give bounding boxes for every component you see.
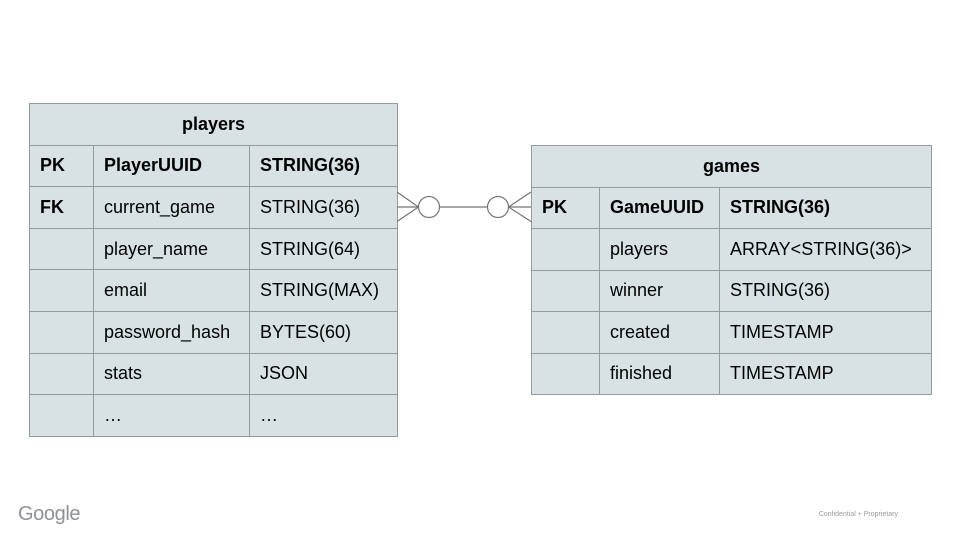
field-name-cell: GameUUID [599, 186, 720, 229]
key-cell [531, 269, 600, 312]
field-name-cell: winner [599, 269, 720, 312]
table-title-row: games [530, 145, 933, 188]
field-type-cell: STRING(MAX) [248, 269, 399, 312]
field-name-cell: email [93, 269, 250, 312]
key-cell [29, 310, 94, 354]
crow-foot-many-right-icon [508, 191, 531, 223]
field-name-cell: current_game [93, 186, 250, 229]
field-type-cell: JSON [248, 352, 399, 396]
crow-foot-many-left-icon [397, 191, 419, 222]
key-cell [29, 394, 94, 437]
field-type-cell: STRING(36) [718, 186, 933, 229]
relationship-connector [397, 191, 531, 223]
field-type-cell: STRING(64) [248, 227, 399, 271]
field-type-cell: STRING(36) [718, 269, 933, 312]
key-cell: PK [531, 186, 600, 229]
key-cell: FK [29, 186, 94, 229]
field-name-cell: created [599, 311, 720, 354]
field-name-cell: stats [93, 352, 250, 396]
field-name-cell: … [93, 394, 250, 437]
field-name-cell: players [599, 228, 720, 271]
key-cell [29, 227, 94, 271]
field-type-cell: STRING(36) [248, 144, 399, 188]
players-table-title: players [28, 103, 399, 146]
key-cell [29, 269, 94, 312]
key-cell: PK [29, 144, 94, 188]
table-row: …… [29, 394, 399, 437]
key-cell [531, 228, 600, 271]
table-title-row: players [28, 103, 399, 146]
field-type-cell: BYTES(60) [248, 310, 399, 354]
field-name-cell: finished [599, 352, 720, 395]
confidentiality-note: Confidential + Proprietary [818, 511, 898, 518]
field-type-cell: TIMESTAMP [718, 311, 933, 354]
field-name-cell: password_hash [93, 310, 250, 354]
games-table-title: games [530, 145, 933, 188]
google-logo: Google [18, 503, 81, 525]
field-type-cell: ARRAY<STRING(36)> [718, 228, 933, 271]
field-type-cell: … [248, 394, 399, 437]
key-cell [29, 352, 94, 396]
zero-cardinality-circle-right-icon [486, 195, 510, 219]
field-type-cell: TIMESTAMP [718, 352, 933, 395]
field-name-cell: PlayerUUID [93, 144, 250, 188]
field-type-cell: STRING(36) [248, 186, 399, 229]
key-cell [531, 352, 600, 395]
key-cell [531, 311, 600, 354]
zero-cardinality-circle-left-icon [417, 195, 441, 219]
field-name-cell: player_name [93, 227, 250, 271]
